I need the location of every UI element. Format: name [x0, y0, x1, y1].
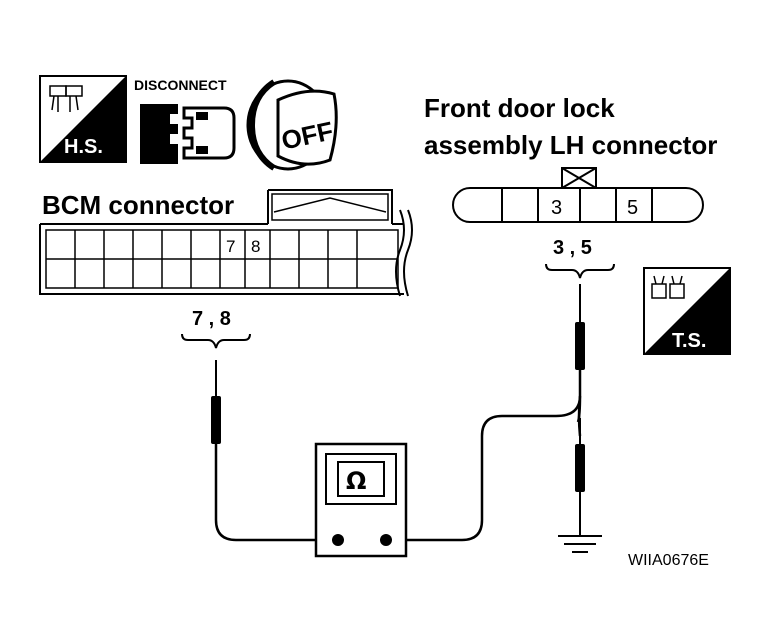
door-lock-brace: [545, 263, 615, 279]
terminal-side-icon: T.S.: [643, 267, 731, 355]
ground-probe: [575, 395, 585, 536]
meter-terminal-right: [380, 534, 392, 546]
bcm-pin-8: 8: [251, 237, 260, 256]
harness-side-icon: H.S.: [39, 75, 127, 163]
door-lock-probe: [575, 284, 585, 396]
hs-label: H.S.: [64, 136, 103, 158]
bcm-brace: [181, 333, 251, 349]
ground-symbol: [558, 535, 602, 553]
door-lock-probe-label: 3 , 5: [553, 237, 592, 259]
bcm-pin-7: 7: [226, 237, 235, 256]
bcm-probe-label: 7 , 8: [192, 308, 231, 330]
ignition-off-icon: OFF: [246, 79, 338, 171]
ohm-symbol: Ω: [346, 467, 366, 495]
disconnect-label: DISCONNECT: [134, 77, 227, 93]
door-lock-pin-5: 5: [627, 197, 638, 219]
ohmmeter: Ω: [314, 442, 408, 558]
door-lock-pin-3: 3: [551, 197, 562, 219]
meter-terminal-left: [332, 534, 344, 546]
bcm-probe: [211, 360, 318, 542]
door-lock-title-line1: Front door lock: [424, 93, 615, 123]
door-lock-title-line2: assembly LH connector: [424, 130, 717, 160]
door-lock-connector: 3 5: [452, 167, 704, 223]
ts-label: T.S.: [672, 330, 706, 352]
bcm-connector: 7 8: [39, 189, 413, 297]
bcm-title: BCM connector: [42, 190, 234, 220]
figure-code: WIIA0676E: [628, 552, 709, 569]
meter-lead-wire: [406, 395, 582, 542]
disconnect-icon: DISCONNECT: [134, 77, 236, 164]
